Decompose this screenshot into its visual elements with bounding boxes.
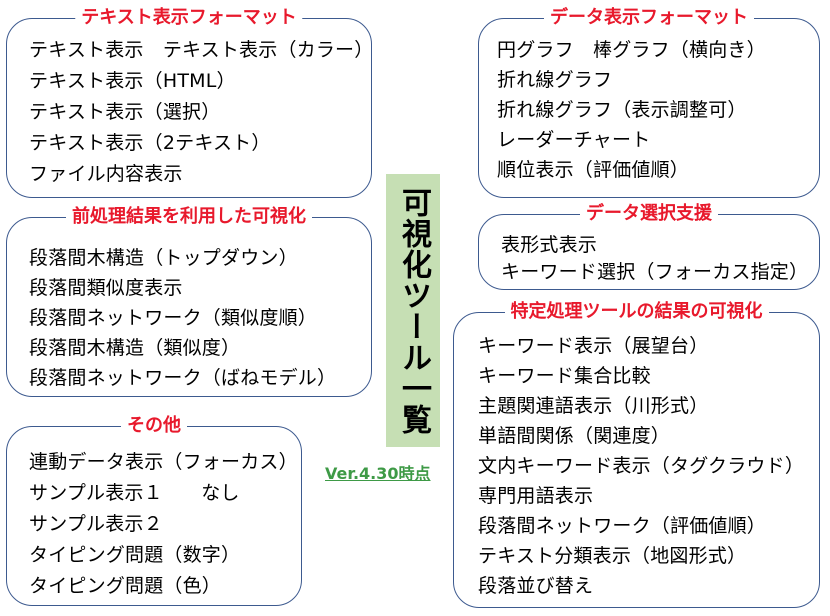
list-item: 順位表示（評価値順） [497, 159, 690, 181]
list-item: 連動データ表示（フォーカス） [29, 451, 298, 473]
list-item: 折れ線グラフ（表示調整可） [497, 99, 747, 121]
preprocessed-title: 前処理結果を利用した可視化 [66, 205, 312, 229]
list-item: タイピング問題（色） [29, 575, 222, 597]
list-item: サンプル表示２ [29, 513, 163, 535]
list-item: 段落並び替え [478, 575, 594, 597]
list-item: 専門用語表示 [478, 485, 594, 507]
list-item: テキスト表示（HTML） [29, 70, 236, 92]
data-format-box: データ表示フォーマット 円グラフ 棒グラフ（横向き） 折れ線グラフ 折れ線グラフ… [478, 6, 820, 198]
page-title: 可視化ツール一覧 [396, 186, 431, 435]
list-item: 折れ線グラフ [497, 69, 613, 91]
text-format-list: テキスト表示 テキスト表示（カラー） テキスト表示（HTML） テキスト表示（選… [29, 35, 373, 190]
list-item: 文内キーワード表示（タグクラウド） [478, 455, 805, 477]
others-list: 連動データ表示（フォーカス） サンプル表示１ なし サンプル表示２ タイピング問… [29, 447, 298, 602]
list-item: 円グラフ 棒グラフ（横向き） [497, 39, 766, 61]
others-box: その他 連動データ表示（フォーカス） サンプル表示１ なし サンプル表示２ タイ… [6, 414, 302, 606]
list-item: サンプル表示１ なし [29, 482, 240, 504]
list-item: キーワード集合比較 [478, 365, 651, 387]
list-item: レーダーチャート [497, 129, 651, 151]
list-item: 段落間ネットワーク（評価値順） [478, 515, 767, 537]
list-item: 表形式表示 [501, 234, 598, 256]
list-item: 段落間類似度表示 [29, 277, 183, 299]
list-item: 段落間ネットワーク（類似度順） [29, 307, 318, 329]
list-item: 段落間木構造（トップダウン） [29, 247, 298, 269]
list-item: テキスト表示（2テキスト） [29, 132, 271, 154]
preprocessed-list: 段落間木構造（トップダウン） 段落間類似度表示 段落間ネットワーク（類似度順） … [29, 243, 336, 393]
data-select-title: データ選択支援 [580, 202, 718, 226]
data-format-title: データ表示フォーマット [544, 6, 754, 30]
text-format-box: テキスト表示フォーマット テキスト表示 テキスト表示（カラー） テキスト表示（H… [6, 6, 373, 198]
list-item: キーワード選択（フォーカス指定） [501, 261, 809, 283]
list-item: 単語間関係（関連度） [478, 425, 671, 447]
center-title-panel: 可視化ツール一覧 [386, 174, 440, 447]
text-format-title: テキスト表示フォーマット [75, 6, 303, 30]
list-item: タイピング問題（数字） [29, 544, 241, 566]
list-item: キーワード表示（展望台） [478, 335, 709, 357]
others-title: その他 [121, 414, 187, 438]
list-item: テキスト表示 テキスト表示（カラー） [29, 39, 374, 61]
list-item: 主題関連語表示（川形式） [478, 395, 709, 417]
specific-tools-list: キーワード表示（展望台） キーワード集合比較 主題関連語表示（川形式） 単語間関… [478, 331, 804, 601]
specific-tools-title: 特定処理ツールの結果の可視化 [504, 300, 769, 324]
list-item: テキスト表示（選択） [29, 101, 221, 123]
data-select-box: データ選択支援 表形式表示 キーワード選択（フォーカス指定） [478, 202, 820, 290]
preprocessed-box: 前処理結果を利用した可視化 段落間木構造（トップダウン） 段落間類似度表示 段落… [6, 205, 372, 397]
version-label: Ver.4.30時点 [325, 464, 431, 483]
data-format-list: 円グラフ 棒グラフ（横向き） 折れ線グラフ 折れ線グラフ（表示調整可） レーダー… [497, 35, 766, 185]
list-item: 段落間木構造（類似度） [29, 337, 241, 359]
data-select-list: 表形式表示 キーワード選択（フォーカス指定） [501, 230, 808, 284]
list-item: ファイル内容表示 [29, 163, 183, 185]
list-item: テキスト分類表示（地図形式） [478, 545, 747, 567]
specific-tools-box: 特定処理ツールの結果の可視化 キーワード表示（展望台） キーワード集合比較 主題… [453, 300, 820, 608]
list-item: 段落間ネットワーク（ばねモデル） [29, 367, 337, 389]
